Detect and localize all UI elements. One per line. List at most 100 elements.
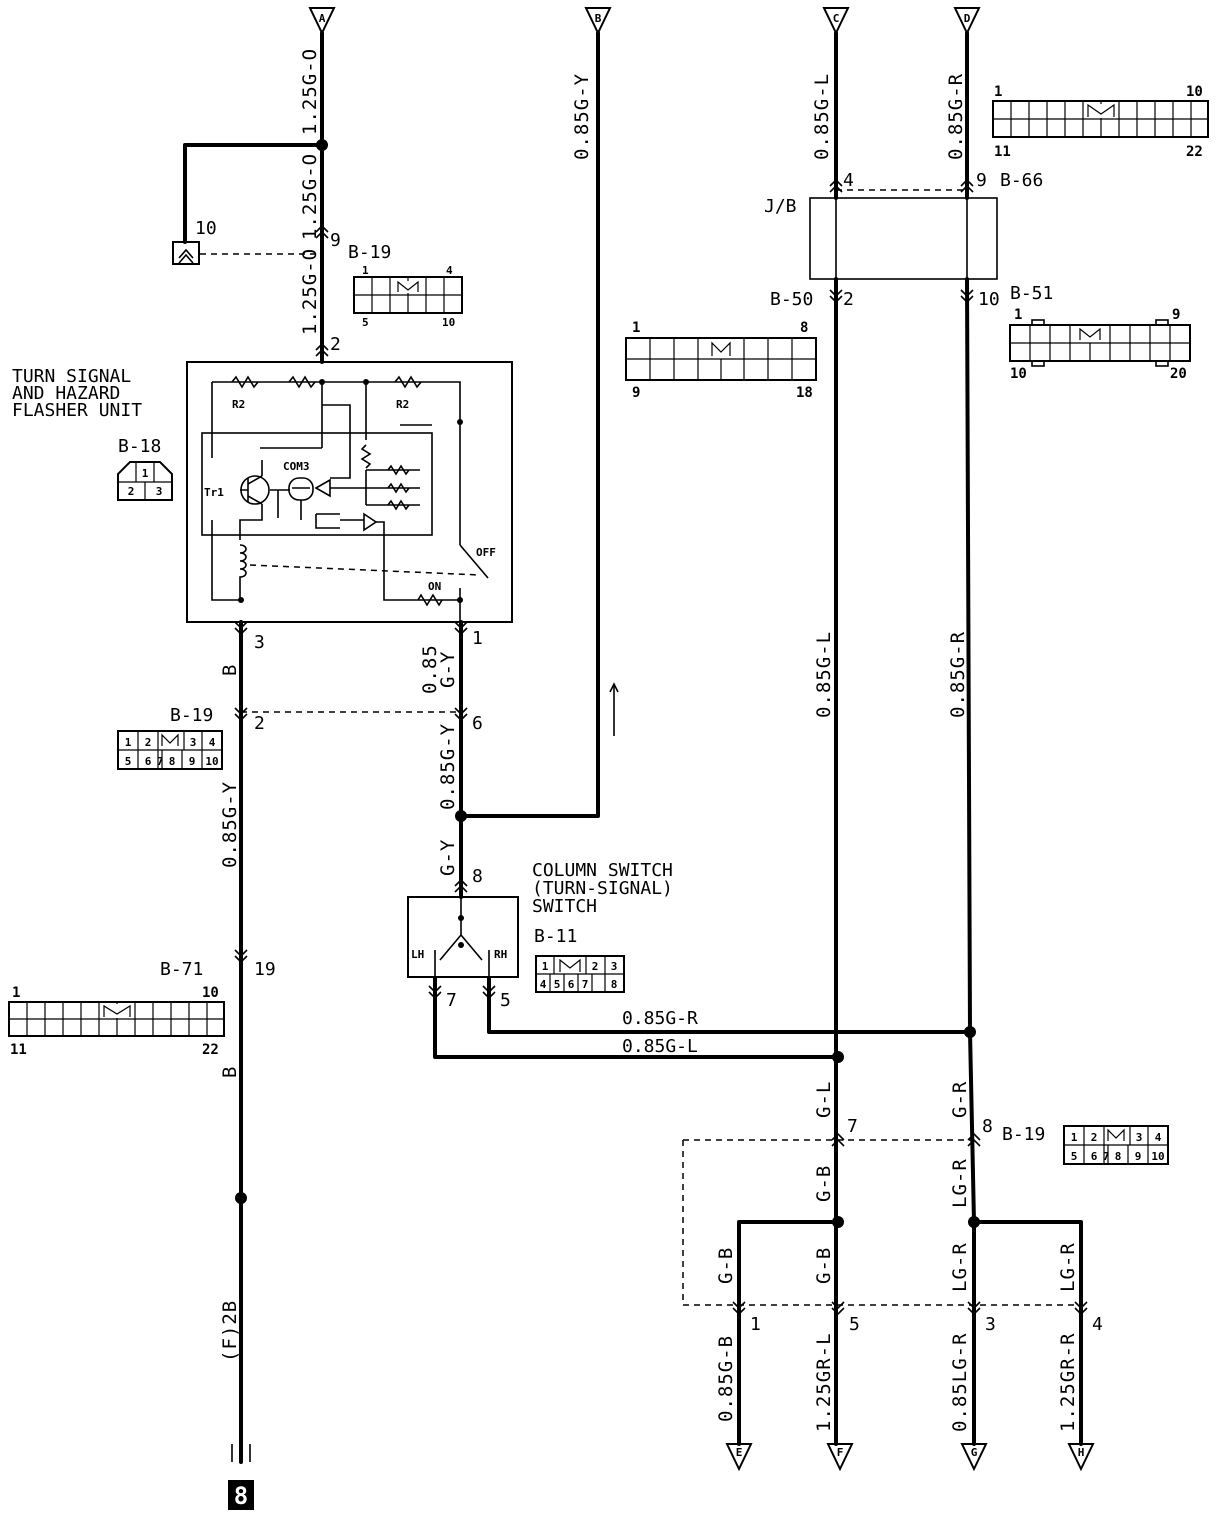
svg-text:2: 2 — [145, 736, 152, 749]
flasher-title-2: AND HAZARD — [12, 383, 120, 404]
svg-text:10: 10 — [202, 985, 219, 1001]
svg-text:8: 8 — [169, 755, 176, 768]
wire-label-lgr-right: LG-R — [1057, 1242, 1079, 1292]
svg-text:1: 1 — [994, 84, 1002, 100]
svg-text:1: 1 — [542, 960, 549, 973]
wire-label-gy: G-Y — [437, 839, 459, 876]
wire-label-c-mid: 0.85G-L — [813, 631, 835, 718]
svg-text:18: 18 — [796, 385, 813, 401]
svg-text:22: 22 — [1186, 144, 1203, 160]
connector-b18-icon: 1 2 3 — [117, 461, 173, 501]
connector-b66-icon: 1 10 11 22 — [992, 84, 1209, 160]
wire-label-d-top: 0.85G-R — [945, 73, 967, 160]
column-switch: COLUMN SWITCH (TURN-SIGNAL) SWITCH LH RH — [407, 860, 673, 978]
wire-d — [965, 277, 976, 1446]
column-switch-title-2: (TURN-SIGNAL) — [532, 878, 673, 899]
svg-text:1: 1 — [1071, 1131, 1078, 1144]
pin-q5: 5 — [849, 1314, 860, 1335]
ground-box-label: 8 — [234, 1482, 248, 1510]
connector-b11-label: B-11 — [534, 926, 577, 947]
junctions — [235, 139, 980, 1228]
svg-text:10: 10 — [1151, 1150, 1164, 1163]
wire-a-branch — [183, 143, 324, 244]
flasher-on: ON — [428, 580, 441, 593]
wire-label-b71-below: B — [219, 1066, 241, 1078]
column-switch-box — [407, 896, 519, 978]
pin-1: 1 — [472, 628, 483, 649]
wire-label-bot-h: 1.25GR-R — [1057, 1332, 1079, 1432]
wire-label-bot-e: 0.85G-B — [715, 1335, 737, 1422]
wire-label-a-low: 1.25G-O — [299, 248, 321, 335]
terminal-e: E — [725, 1443, 753, 1472]
svg-text:11: 11 — [10, 1042, 27, 1058]
svg-text:20: 20 — [1170, 366, 1187, 382]
svg-text:1: 1 — [1014, 307, 1022, 323]
wire-label-gb-right: G-B — [813, 1247, 835, 1284]
pin-marks — [234, 178, 1088, 1316]
svg-text:11: 11 — [994, 144, 1011, 160]
connector-b19-mid-icon: 1 2 3 4 5 6 7 8 9 10 — [117, 730, 223, 770]
pin-2c: 2 — [843, 289, 854, 310]
svg-text:4: 4 — [540, 978, 547, 991]
flasher-unit: TURN SIGNAL AND HAZARD FLASHER UNIT R2 R… — [12, 361, 513, 623]
terminal-h-label: H — [1078, 1446, 1085, 1459]
connector-b51-icon: 1 9 10 20 — [1009, 307, 1191, 382]
svg-text:5: 5 — [554, 978, 561, 991]
wire-label-bot-g: 0.85LG-R — [949, 1332, 971, 1432]
connector-b19-low-label: B-19 — [1002, 1124, 1045, 1145]
connector-b71-label: B-71 — [160, 959, 203, 980]
pin-9d: 9 — [976, 170, 987, 191]
column-switch-title-1: COLUMN SWITCH — [532, 860, 673, 881]
junction-b — [455, 810, 467, 822]
pin-6: 6 — [472, 713, 483, 734]
wire-label-b19-right: 0.85G-Y — [437, 723, 459, 810]
flasher-title-3: FLASHER UNIT — [12, 400, 142, 421]
pin-8: 8 — [472, 866, 483, 887]
pin-5: 5 — [500, 990, 511, 1011]
svg-text:1: 1 — [632, 320, 640, 336]
column-switch-rh: RH — [494, 948, 507, 961]
wire-label-gb-left: G-B — [715, 1247, 737, 1284]
pin-numbers: 10 9 2 3 1 2 6 8 19 7 5 4 9 2 10 7 8 1 5… — [195, 170, 1103, 1335]
connector-b71-icon: 1 10 11 22 — [8, 985, 225, 1058]
wire-label-horizontal-l: 0.85G-L — [622, 1036, 698, 1057]
wires — [183, 31, 1083, 1446]
pin-7: 7 — [446, 990, 457, 1011]
wire-label-lgr-mid: LG-R — [949, 1158, 971, 1208]
wire-label-b19-left: 0.85G-Y — [219, 781, 241, 868]
wire-label-d-mid: 0.85G-R — [947, 631, 969, 718]
wire-label-lgr-left: LG-R — [949, 1242, 971, 1292]
wire-lh — [433, 976, 840, 1059]
flasher-box — [186, 361, 513, 623]
terminal-c: C — [822, 7, 850, 36]
dashed-lines — [200, 189, 1081, 1306]
terminal-b: B — [584, 7, 612, 36]
svg-text:2: 2 — [592, 960, 599, 973]
svg-text:2: 2 — [1091, 1131, 1098, 1144]
ground-icon: 8 — [228, 1442, 254, 1510]
svg-text:5: 5 — [1071, 1150, 1078, 1163]
terminal-e-label: E — [736, 1446, 743, 1459]
wire-label-pin1-b: G-Y — [437, 651, 459, 688]
svg-text:9: 9 — [1172, 307, 1180, 323]
flasher-off: OFF — [476, 546, 496, 559]
svg-text:1: 1 — [12, 985, 20, 1001]
wire-label-a-mid: 1.25G-O — [299, 153, 321, 240]
svg-text:9: 9 — [189, 755, 196, 768]
svg-text:7: 7 — [582, 978, 589, 991]
svg-text:10: 10 — [1186, 84, 1203, 100]
wire-label-pin3: B — [219, 664, 241, 676]
terminal-f-label: F — [837, 1446, 844, 1459]
wire-labels: 1.25G-O 1.25G-O 1.25G-O 0.85G-Y 0.85G-L … — [219, 48, 1079, 1432]
wire-b — [459, 31, 600, 818]
terminal-a-label: A — [319, 12, 326, 25]
connector-b50-label: B-50 — [770, 289, 813, 310]
pin-4c: 4 — [843, 170, 854, 191]
wire-label-bot-f: 1.25GR-L — [813, 1332, 835, 1432]
svg-text:1: 1 — [142, 467, 149, 480]
pin-2b: 2 — [254, 713, 265, 734]
wire-label-pin1-a: 0.85 — [419, 644, 441, 694]
wire-label-horizontal-r: 0.85G-R — [622, 1008, 698, 1029]
wire-label-gl: G-L — [813, 1081, 835, 1118]
column-switch-title-3: SWITCH — [532, 896, 597, 917]
